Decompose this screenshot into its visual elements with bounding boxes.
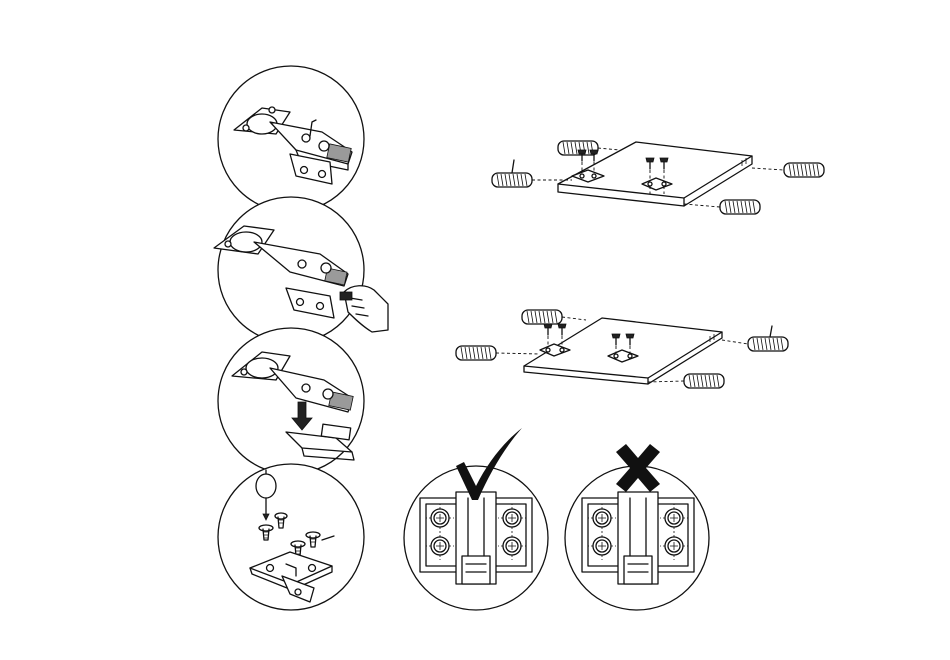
step-hinge-clip-release — [214, 197, 388, 343]
dowel-right-front — [720, 200, 760, 214]
step-screw-fixing — [218, 464, 364, 610]
dowel-left-front — [492, 173, 532, 187]
dowel-right-back — [784, 163, 824, 177]
panel-dowel-assembly-2 — [456, 310, 788, 388]
comparison-incorrect — [565, 444, 709, 610]
dowel-2-left-back — [522, 310, 562, 324]
dowel-2-left-front — [456, 346, 496, 360]
comparison-correct — [404, 428, 548, 610]
step-hinge-mount — [218, 328, 364, 474]
dowel-2-right-front — [684, 374, 724, 388]
step-hinge-detail — [218, 66, 364, 212]
panel-dowel-assembly-1 — [492, 141, 824, 214]
plate-correct — [420, 492, 532, 584]
plate-incorrect — [582, 492, 694, 584]
dowel-2-right-back — [748, 337, 788, 351]
hand-icon — [340, 286, 388, 332]
